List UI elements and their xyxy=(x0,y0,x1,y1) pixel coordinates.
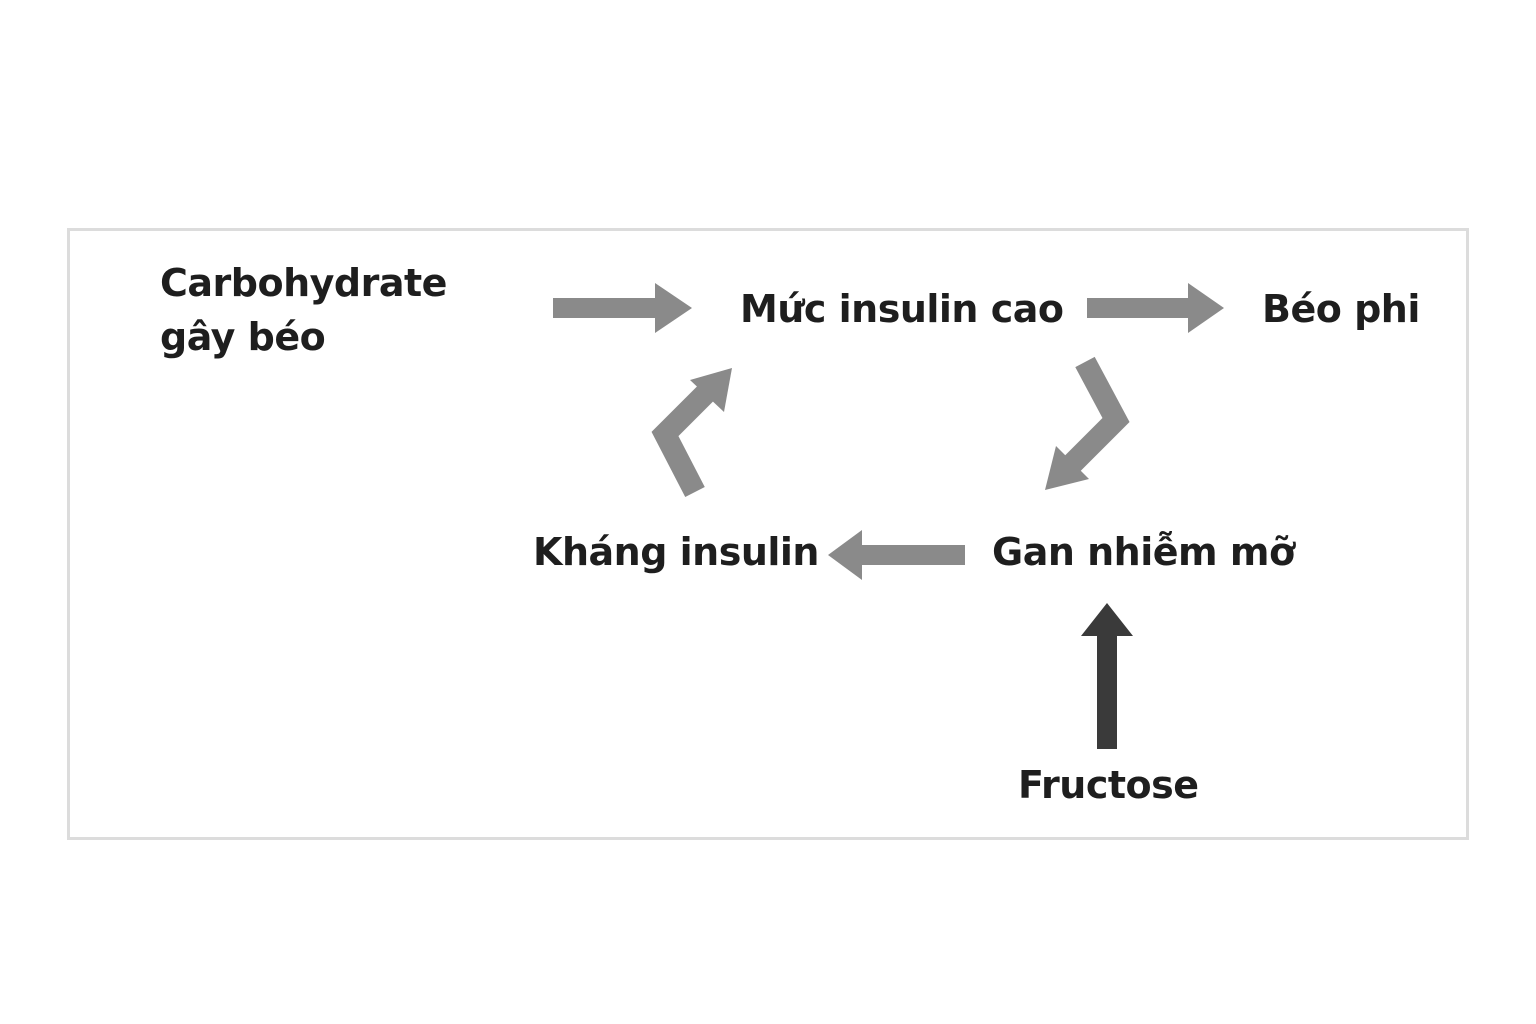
node-fructose: Fructose xyxy=(1018,763,1199,807)
arrow-insulin-to-obesity xyxy=(1087,283,1224,333)
node-carbohydrate: Carbohydrate gây béo xyxy=(160,256,447,364)
arrow-liver-to-resistance xyxy=(828,530,965,580)
node-carbohydrate-line1: Carbohydrate xyxy=(160,261,447,305)
diagram-frame xyxy=(67,228,1469,840)
arrow-insulin-to-liver-head xyxy=(1045,446,1089,490)
arrow-insulin-to-liver-shaft xyxy=(1062,356,1130,474)
node-fatty-liver: Gan nhiễm mỡ xyxy=(992,530,1295,574)
node-obesity: Béo phi xyxy=(1262,287,1420,331)
node-high-insulin: Mức insulin cao xyxy=(740,287,1064,331)
arrow-resistance-to-insulin-head xyxy=(690,368,732,412)
node-insulin-resistance: Kháng insulin xyxy=(533,530,819,574)
node-carbohydrate-line2: gây béo xyxy=(160,315,326,359)
arrow-carb-to-insulin xyxy=(553,283,692,333)
arrow-resistance-to-insulin-shaft xyxy=(651,384,715,498)
arrow-fructose-to-liver xyxy=(1081,603,1133,749)
